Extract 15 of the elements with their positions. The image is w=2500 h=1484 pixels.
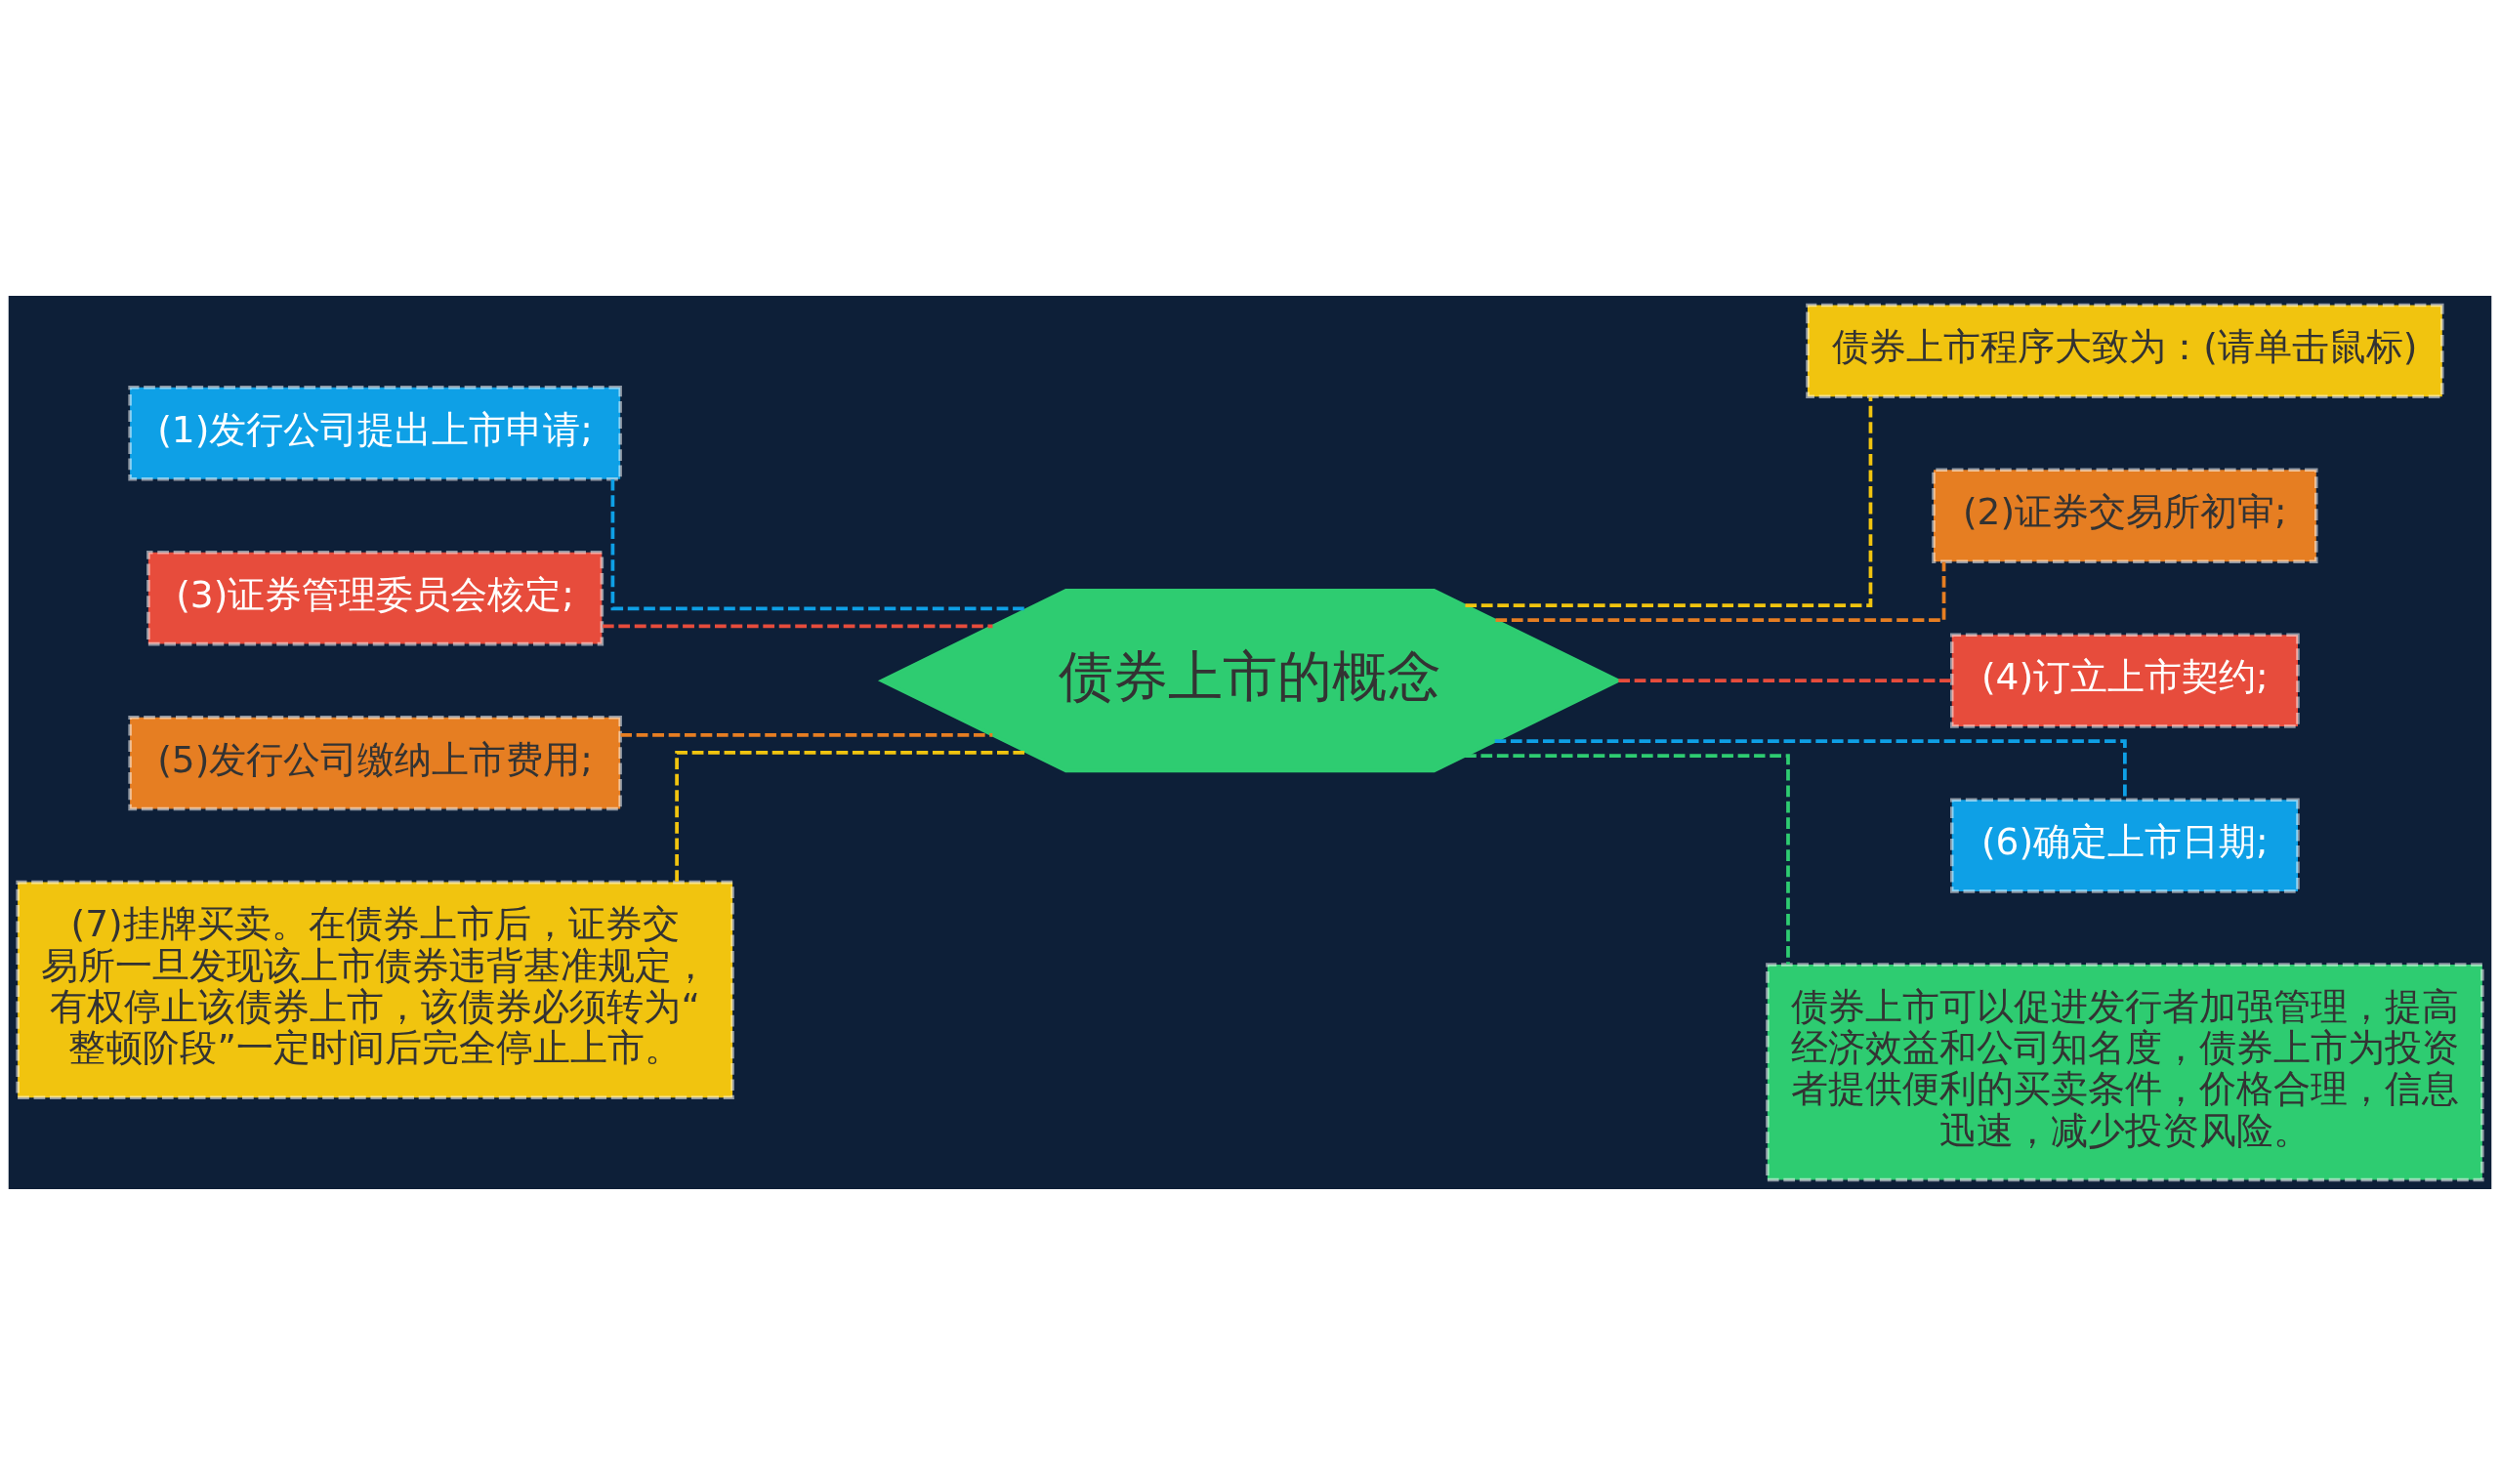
connector bbox=[603, 624, 993, 628]
connector bbox=[620, 732, 993, 737]
node-box: (7)挂牌买卖。在债券上市后，证券交易所一旦发现该上市债券违背基准规定，有权停止该债券上市，该债券必须转为“整顿阶段”一定时间后完全停止上市。 bbox=[16, 880, 734, 1099]
node-box: (5)发行公司缴纳上市费用; bbox=[128, 715, 622, 810]
node-box: (1)发行公司提出上市申请; bbox=[128, 385, 622, 480]
connector bbox=[1495, 560, 1946, 622]
node-box: (6)确定上市日期; bbox=[1950, 797, 2300, 893]
node-box: 债券上市程序大致为：(请单击鼠标) bbox=[1806, 303, 2444, 398]
node-box: (2)证券交易所初审; bbox=[1932, 468, 2318, 563]
connector bbox=[1618, 678, 1952, 682]
node-box: (3)证券管理委员会核定; bbox=[146, 550, 604, 645]
connector bbox=[1465, 753, 1790, 965]
connector bbox=[1465, 396, 1873, 607]
node-box: 债券上市可以促进发行者加强管理，提高经济效益和公司知名度，债券上市为投资者提供便利的买卖条件，价格合理，信息迅速，减少投资风险。 bbox=[1766, 962, 2484, 1181]
node-box: (4)订立上市契约; bbox=[1950, 632, 2300, 728]
